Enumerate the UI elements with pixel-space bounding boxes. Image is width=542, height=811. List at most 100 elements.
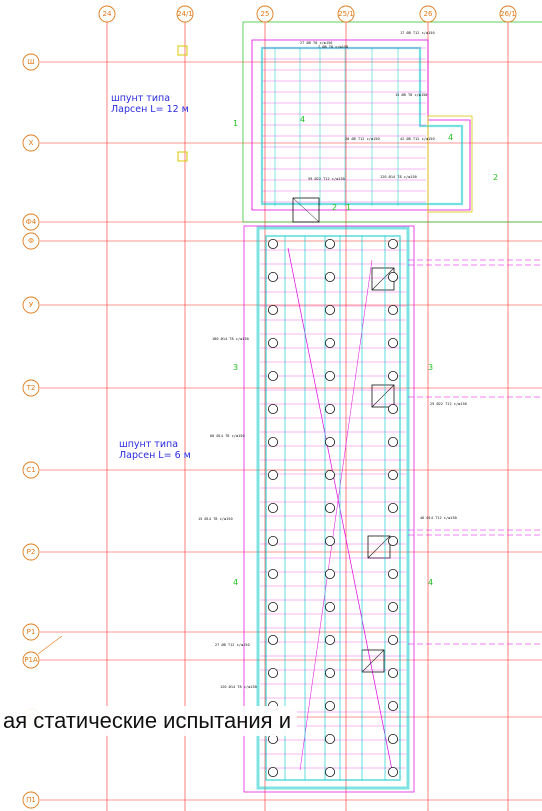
slab-diagonal bbox=[299, 259, 373, 771]
axis-bubble bbox=[337, 5, 355, 23]
axis-bubble bbox=[98, 5, 116, 23]
axis-grid bbox=[40, 22, 542, 811]
axis-label: П1 bbox=[26, 796, 36, 804]
pile-circle bbox=[387, 337, 398, 348]
rebar-tag: 46 Ø14 Т12 с/ш150 bbox=[420, 515, 457, 520]
pile-circle bbox=[324, 502, 335, 513]
pile-circle bbox=[267, 238, 278, 249]
axis-bubble bbox=[419, 5, 437, 23]
pile-circle bbox=[387, 304, 398, 315]
pile-circle bbox=[267, 304, 278, 315]
pile-circle bbox=[387, 569, 398, 580]
pile-circle bbox=[387, 271, 398, 282]
axis-bubble bbox=[22, 296, 40, 314]
pile-circle bbox=[267, 502, 278, 513]
rebar-tag: 29 Ø22 Т12 с/ш150 bbox=[430, 401, 467, 406]
axis-bubble bbox=[22, 134, 40, 152]
axis-bubble bbox=[22, 623, 40, 641]
pile-circle bbox=[324, 734, 335, 745]
pile-circle bbox=[267, 370, 278, 381]
axis-label: Т2 bbox=[26, 384, 36, 392]
rebar-tag: 42 Ø8 Т12 с/ш150 bbox=[400, 136, 435, 141]
pile-circle bbox=[324, 536, 335, 547]
axis-label: 25 bbox=[261, 10, 270, 18]
caption-banner: ая статические испытания и bbox=[0, 706, 542, 736]
pit-box bbox=[371, 384, 395, 408]
rebar-tag: 27 Ø8 Т12 с/ш150 bbox=[215, 642, 250, 647]
pile-circle bbox=[387, 536, 398, 547]
note-line1: шпунт типа bbox=[111, 93, 170, 104]
pile-circle bbox=[324, 238, 335, 249]
pile-circle bbox=[387, 668, 398, 679]
axis-label: 25/1 bbox=[338, 10, 354, 18]
axis-label: Р1 bbox=[27, 628, 36, 636]
upper-box bbox=[292, 197, 320, 223]
pile-circle bbox=[267, 569, 278, 580]
section-mark: 4 bbox=[448, 133, 453, 142]
axis-label: Ш bbox=[27, 58, 35, 66]
axis-bubble bbox=[176, 5, 194, 23]
rebar-tag: 120 Ø14 Т8 с/ш150 bbox=[220, 684, 257, 689]
rebar-tag: 59 Ø22 Т12 с/ш150 bbox=[308, 176, 345, 181]
pile-circle bbox=[387, 701, 398, 712]
rebar-tag: 60 Ø14 Т8 с/ш150 bbox=[210, 433, 245, 438]
pile-circle bbox=[267, 469, 278, 480]
axis-bubble bbox=[22, 53, 40, 71]
pile-circle bbox=[324, 370, 335, 381]
marker-square bbox=[177, 45, 188, 56]
section-mark: 3 bbox=[428, 363, 433, 372]
rebar-tag: 120 Ø14 Т8 с/ш150 bbox=[380, 174, 417, 179]
pile-circle bbox=[387, 238, 398, 249]
pile-circle bbox=[267, 602, 278, 613]
upper-contour bbox=[251, 39, 471, 211]
pit-diag bbox=[371, 384, 395, 408]
rebar-tag: 7 Ø8 Т8 с/ш150 bbox=[318, 44, 348, 49]
pile-circle bbox=[387, 370, 398, 381]
pile-circle bbox=[387, 403, 398, 414]
caption-text: ая статические испытания и bbox=[0, 706, 297, 736]
axis-bubble bbox=[22, 232, 40, 250]
marker-square bbox=[177, 151, 188, 162]
axis-bubble bbox=[256, 5, 274, 23]
axis-label: Ф4 bbox=[26, 218, 37, 226]
axis-label: Ф bbox=[28, 237, 34, 245]
pile-circle bbox=[267, 536, 278, 547]
section-mark: 4 bbox=[428, 578, 433, 587]
pile-circle bbox=[267, 436, 278, 447]
pile-circle bbox=[324, 668, 335, 679]
pile-circle bbox=[324, 337, 335, 348]
axis-label: Р1А bbox=[24, 656, 38, 664]
section-mark: 2 bbox=[332, 203, 337, 212]
pile-circle bbox=[267, 767, 278, 778]
note-line2: Ларсен L= 6 м bbox=[119, 450, 191, 461]
rebar-tag: 180 Ø14 Т8 с/ш150 bbox=[212, 336, 249, 341]
axis-bubble bbox=[22, 543, 40, 561]
pile-circle bbox=[324, 403, 335, 414]
pile-circle bbox=[267, 403, 278, 414]
axis-leader bbox=[37, 635, 63, 655]
pile-circle bbox=[387, 602, 398, 613]
section-mark: 1 bbox=[233, 119, 238, 128]
section-mark: 2 bbox=[493, 173, 498, 182]
axis-label: У bbox=[29, 301, 34, 309]
axis-label: Р2 bbox=[27, 548, 36, 556]
upper-pit bbox=[427, 115, 473, 213]
pit-diag bbox=[367, 535, 391, 559]
upper-wall bbox=[260, 46, 464, 206]
rebar-lines bbox=[260, 47, 542, 780]
pile-circle bbox=[324, 469, 335, 480]
pit-diag bbox=[371, 267, 395, 291]
pile-circle bbox=[324, 304, 335, 315]
rebar-tag: 17 Ø8 Т12 с/ш150 bbox=[400, 30, 435, 35]
axis-bubble bbox=[22, 379, 40, 397]
pile-circle bbox=[387, 767, 398, 778]
pile-circle bbox=[267, 635, 278, 646]
pile-circle bbox=[387, 502, 398, 513]
section-mark: 4 bbox=[300, 115, 305, 124]
pile-circle bbox=[387, 635, 398, 646]
pile-circles bbox=[267, 238, 398, 778]
pile-circle bbox=[387, 469, 398, 480]
axis-label: 26/1 bbox=[500, 10, 516, 18]
